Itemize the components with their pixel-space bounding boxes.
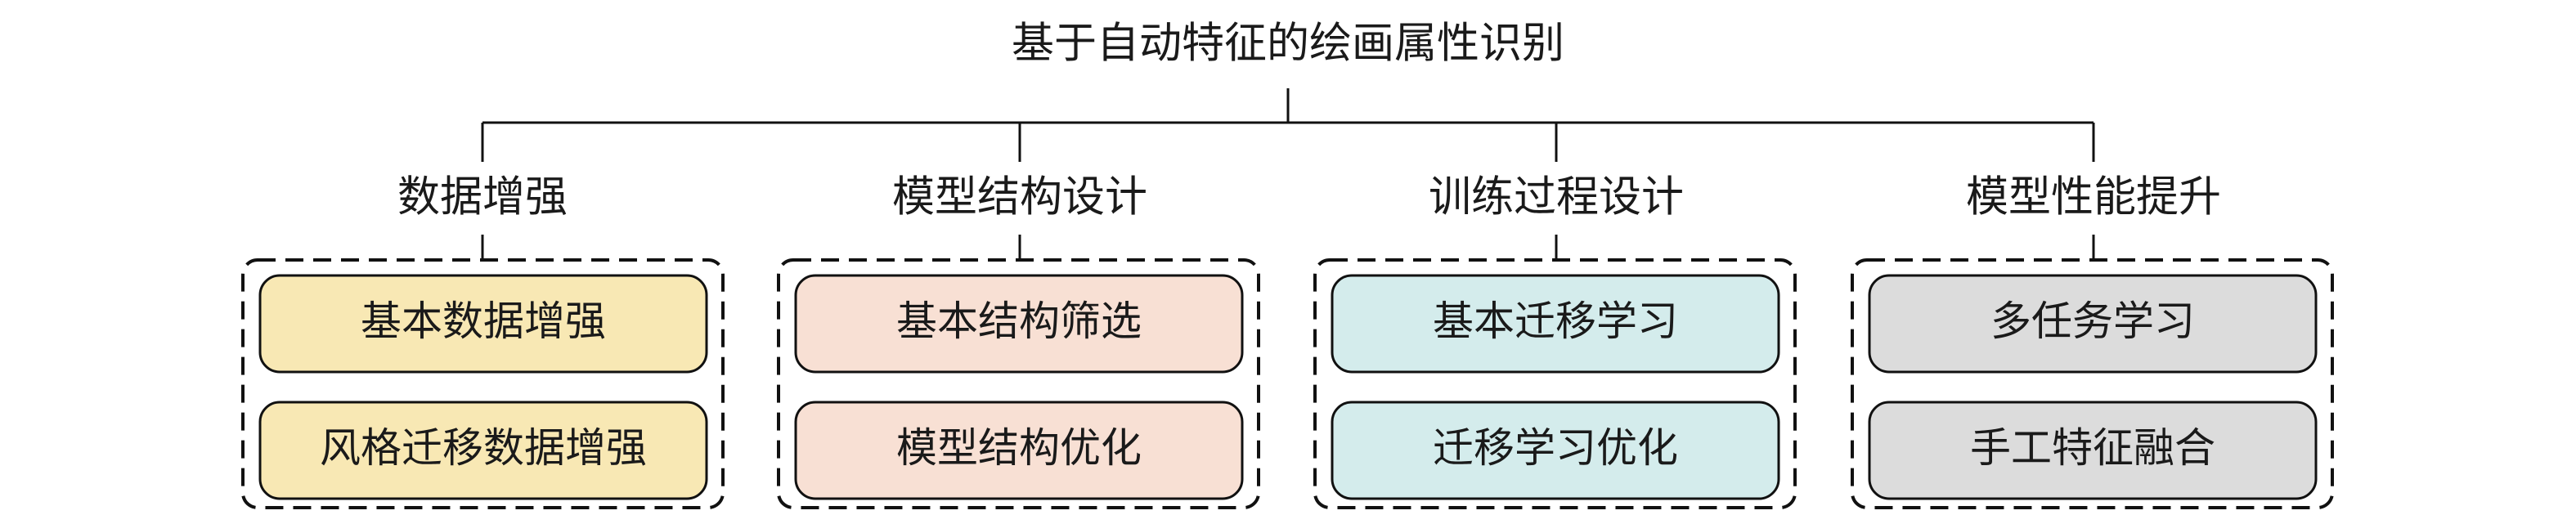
- item-label: 模型结构优化: [896, 424, 1142, 472]
- group-frame: [1851, 258, 2334, 509]
- item-box: [258, 401, 708, 500]
- group-data-augmentation: 数据增强 基本数据增强 风格迁移数据增强: [241, 123, 725, 509]
- item-label: 基本迁移学习: [1433, 298, 1678, 345]
- item-box: [794, 274, 1244, 374]
- group-label: 训练过程设计: [1429, 173, 1684, 222]
- item-box: [1868, 401, 2318, 500]
- group-label: 模型性能提升: [1966, 173, 2221, 222]
- item-box: [1868, 274, 2318, 374]
- item-label: 多任务学习: [1990, 298, 2195, 345]
- item-box: [1331, 401, 1780, 500]
- item-box: [258, 274, 708, 374]
- item-label: 手工特征融合: [1970, 424, 2215, 472]
- group-model-architecture: 模型结构设计 基本结构筛选 模型结构优化: [777, 123, 1260, 509]
- group-label: 模型结构设计: [892, 173, 1147, 222]
- item-label: 风格迁移数据增强: [320, 424, 647, 472]
- group-frame: [1313, 258, 1797, 509]
- item-label: 迁移学习优化: [1433, 424, 1678, 472]
- group-frame: [241, 258, 725, 509]
- group-training-process: 训练过程设计 基本迁移学习 迁移学习优化: [1313, 123, 1797, 509]
- item-box: [794, 401, 1244, 500]
- group-label: 数据增强: [397, 173, 568, 222]
- item-label: 基本结构筛选: [896, 298, 1142, 345]
- item-box: [1331, 274, 1780, 374]
- group-performance-improvement: 模型性能提升 多任务学习 手工特征融合: [1851, 123, 2334, 509]
- root-title: 基于自动特征的绘画属性识别: [1012, 20, 1564, 69]
- group-frame: [777, 258, 1260, 509]
- item-label: 基本数据增强: [361, 298, 606, 345]
